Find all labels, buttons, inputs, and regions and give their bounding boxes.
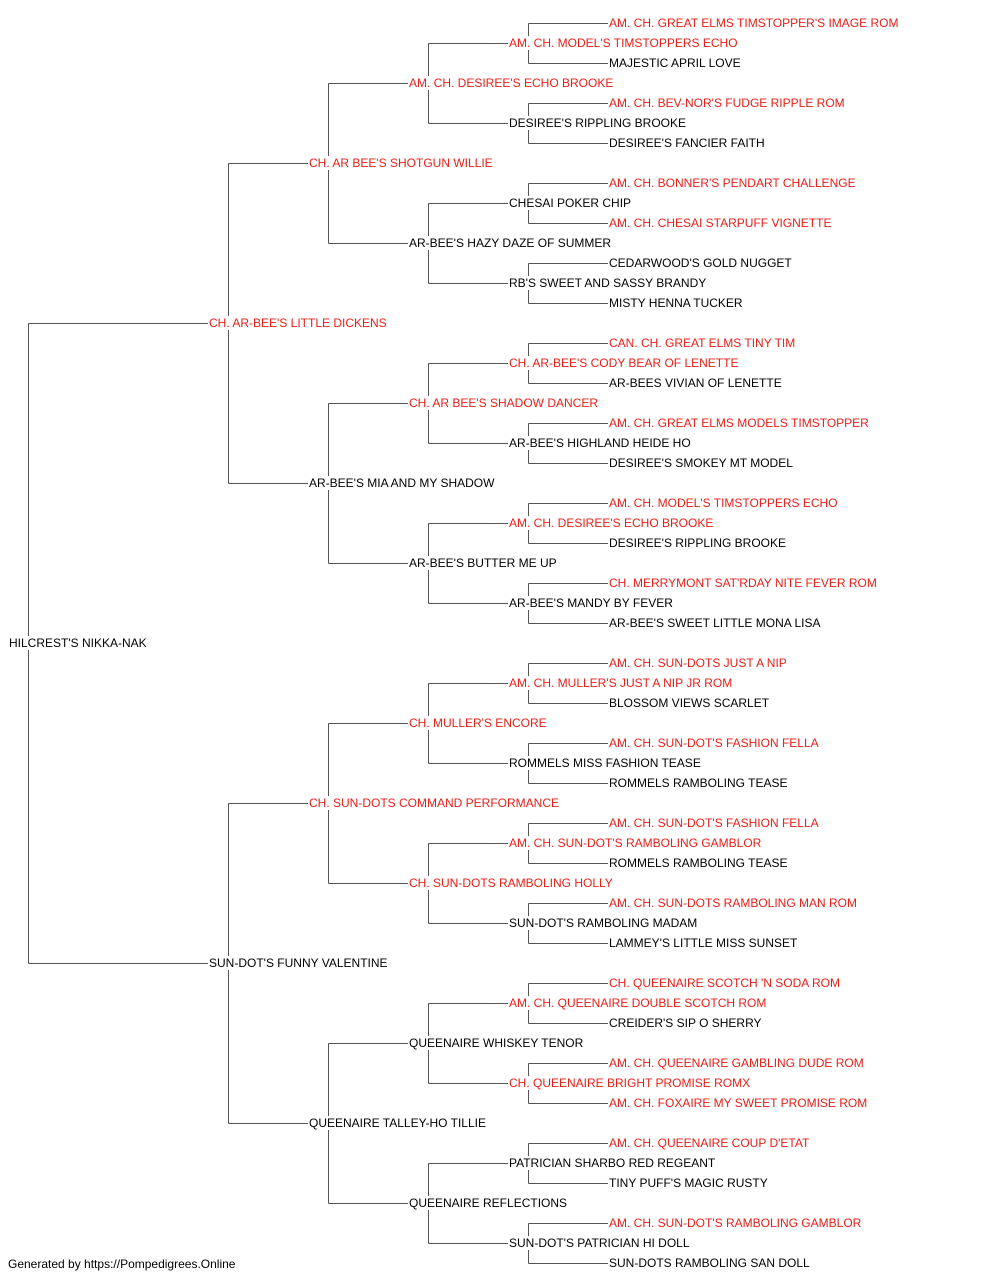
sire-name: AM. CH. SUN-DOT'S RAMBOLING GAMBLOR (608, 1216, 863, 1230)
sire-name: AM. CH. GREAT ELMS MODELS TIMSTOPPER (608, 416, 870, 430)
sire-name: CHESAI POKER CHIP (508, 196, 633, 210)
sire-name: CH. QUEENAIRE SCOTCH 'N SODA ROM (608, 976, 841, 990)
dam-name: DESIREE'S RIPPLING BROOKE (608, 536, 788, 550)
sire-name: AM. CH. SUN-DOT'S FASHION FELLA (608, 816, 820, 830)
sire-name: AM. CH. DESIREE'S ECHO BROOKE (408, 76, 615, 90)
dam-name: MISTY HENNA TUCKER (608, 296, 744, 310)
dam-name: CH. SUN-DOTS RAMBOLING HOLLY (408, 876, 614, 890)
dam-name: AR-BEE'S MANDY BY FEVER (508, 596, 674, 610)
sire-name: AM. CH. BEV-NOR'S FUDGE RIPPLE ROM (608, 96, 846, 110)
sire-name: AM. CH. QUEENAIRE DOUBLE SCOTCH ROM (508, 996, 768, 1010)
dam-name: DESIREE'S SMOKEY MT MODEL (608, 456, 794, 470)
dam-name: AR-BEE'S SWEET LITTLE MONA LISA (608, 616, 822, 630)
dam-name: AM. CH. CHESAI STARPUFF VIGNETTE (608, 216, 833, 230)
dam-name: MAJESTIC APRIL LOVE (608, 56, 742, 70)
sire-name: AM. CH. QUEENAIRE COUP D'ETAT (608, 1136, 811, 1150)
dam-name: CREIDER'S SIP O SHERRY (608, 1016, 763, 1030)
sire-name: AM. CH. MODEL'S TIMSTOPPERS ECHO (608, 496, 839, 510)
sire-name: AM. CH. QUEENAIRE GAMBLING DUDE ROM (608, 1056, 865, 1070)
dam-name: AR-BEES VIVIAN OF LENETTE (608, 376, 783, 390)
sire-name: CH. AR-BEE'S CODY BEAR OF LENETTE (508, 356, 740, 370)
sire-name: AM. CH. DESIREE'S ECHO BROOKE (508, 516, 715, 530)
sire-name: PATRICIAN SHARBO RED REGEANT (508, 1156, 717, 1170)
dam-name: AR-BEE'S HIGHLAND HEIDE HO (508, 436, 692, 450)
sire-name: AM. CH. MODEL'S TIMSTOPPERS ECHO (508, 36, 739, 50)
dam-name: BLOSSOM VIEWS SCARLET (608, 696, 771, 710)
sire-name: CH. SUN-DOTS COMMAND PERFORMANCE (308, 796, 561, 810)
sire-name: AM. CH. SUN-DOTS RAMBOLING MAN ROM (608, 896, 859, 910)
dam-name: ROMMELS RAMBOLING TEASE (608, 856, 789, 870)
dam-name: RB'S SWEET AND SASSY BRANDY (508, 276, 708, 290)
dam-name: LAMMEY'S LITTLE MISS SUNSET (608, 936, 799, 950)
sire-name: CH. AR BEE'S SHOTGUN WILLIE (308, 156, 494, 170)
sire-name: AM. CH. BONNER'S PENDART CHALLENGE (608, 176, 857, 190)
dam-name: AR-BEE'S MIA AND MY SHADOW (308, 476, 496, 490)
dam-name: CH. QUEENAIRE BRIGHT PROMISE ROMX (508, 1076, 752, 1090)
dam-name: SUN-DOT'S FUNNY VALENTINE (208, 956, 389, 970)
sire-name: CH. MULLER'S ENCORE (408, 716, 548, 730)
sire-name: CH. AR BEE'S SHADOW DANCER (408, 396, 599, 410)
dam-name: ROMMELS RAMBOLING TEASE (608, 776, 789, 790)
sire-name: AM. CH. MULLER'S JUST A NIP JR ROM (508, 676, 734, 690)
footer-credit: Generated by https://Pompedigrees.Online (8, 1257, 236, 1271)
dam-name: SUN-DOT'S RAMBOLING MADAM (508, 916, 699, 930)
dam-name: DESIREE'S FANCIER FAITH (608, 136, 766, 150)
dam-name: DESIREE'S RIPPLING BROOKE (508, 116, 688, 130)
sire-name: CEDARWOOD'S GOLD NUGGET (608, 256, 793, 270)
sire-name: AM. CH. SUN-DOT'S FASHION FELLA (608, 736, 820, 750)
sire-name: AM. CH. GREAT ELMS TIMSTOPPER'S IMAGE RO… (608, 16, 900, 30)
dam-name: QUEENAIRE TALLEY-HO TILLIE (308, 1116, 487, 1130)
sire-name: AM. CH. SUN-DOT'S RAMBOLING GAMBLOR (508, 836, 763, 850)
dam-name: AR-BEE'S BUTTER ME UP (408, 556, 558, 570)
dam-name: AM. CH. FOXAIRE MY SWEET PROMISE ROM (608, 1096, 869, 1110)
sire-name: CH. MERRYMONT SAT'RDAY NITE FEVER ROM (608, 576, 878, 590)
dam-name: SUN-DOT'S PATRICIAN HI DOLL (508, 1236, 691, 1250)
sire-name: AM. CH. SUN-DOTS JUST A NIP (608, 656, 788, 670)
sire-name: CH. AR-BEE'S LITTLE DICKENS (208, 316, 388, 330)
dam-name: AR-BEE'S HAZY DAZE OF SUMMER (408, 236, 613, 250)
sire-name: QUEENAIRE WHISKEY TENOR (408, 1036, 585, 1050)
subject-dog-name: HILCREST'S NIKKA-NAK (8, 636, 148, 650)
dam-name: ROMMELS MISS FASHION TEASE (508, 756, 702, 770)
dam-name: QUEENAIRE REFLECTIONS (408, 1196, 569, 1210)
sire-name: CAN. CH. GREAT ELMS TINY TIM (608, 336, 797, 350)
dam-name: SUN-DOTS RAMBOLING SAN DOLL (608, 1256, 811, 1270)
dam-name: TINY PUFF'S MAGIC RUSTY (608, 1176, 769, 1190)
